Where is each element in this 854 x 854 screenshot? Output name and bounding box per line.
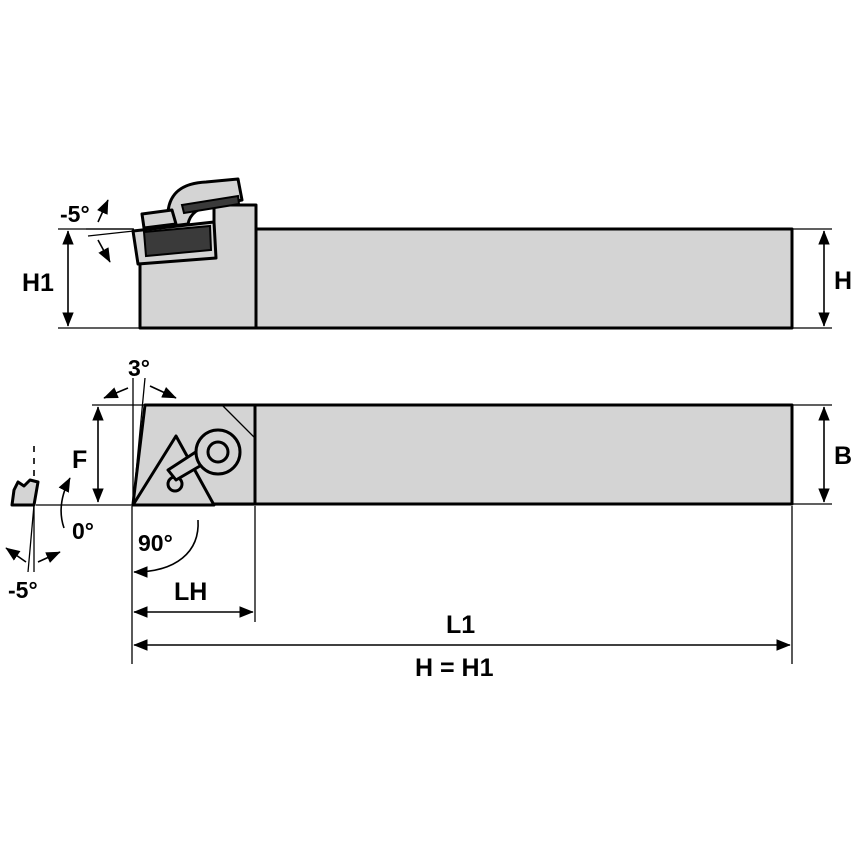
side-view-clamp-screw (180, 194, 241, 215)
ninety-deg-arc (133, 519, 199, 578)
bottom-angle-arrow-left (5, 547, 27, 563)
three-deg-line (132, 377, 146, 506)
f-label: F (72, 446, 87, 474)
bottom-angle-line-a (27, 504, 35, 573)
h-label: H (834, 267, 852, 295)
top-angle-arrow-up (97, 199, 109, 223)
h1-label: H1 (22, 269, 54, 297)
top-angle-line (87, 230, 135, 237)
zero-deg-label: 0° (72, 518, 94, 544)
three-deg-label: 3° (128, 355, 150, 381)
three-deg-arrow-left (103, 387, 129, 399)
three-deg-arrow-right (149, 385, 177, 399)
l1-label: L1 (446, 611, 475, 639)
side-view-shank (253, 227, 794, 330)
top-view-head-chamfer (221, 404, 256, 439)
zero-deg-arc (58, 477, 71, 529)
b-label: B (834, 442, 852, 470)
side-view: H1 -5° H (22, 177, 852, 330)
insert-profile (10, 478, 40, 507)
bottom-angle-label: -5° (8, 577, 38, 603)
clamp-screw-socket (206, 440, 230, 464)
top-view: F 3° 0° 90° -5° B LH (5, 355, 852, 682)
lh-label: LH (174, 578, 207, 606)
height-note: H = H1 (415, 654, 494, 682)
top-view-shank (253, 403, 794, 506)
side-view-insert-pocket (142, 224, 213, 258)
side-view-insert-tip (140, 208, 178, 230)
bottom-angle-arrow-right (37, 551, 61, 563)
ninety-deg-label: 90° (138, 530, 173, 556)
top-angle-label: -5° (60, 201, 90, 227)
top-angle-arrow-down (97, 239, 111, 263)
